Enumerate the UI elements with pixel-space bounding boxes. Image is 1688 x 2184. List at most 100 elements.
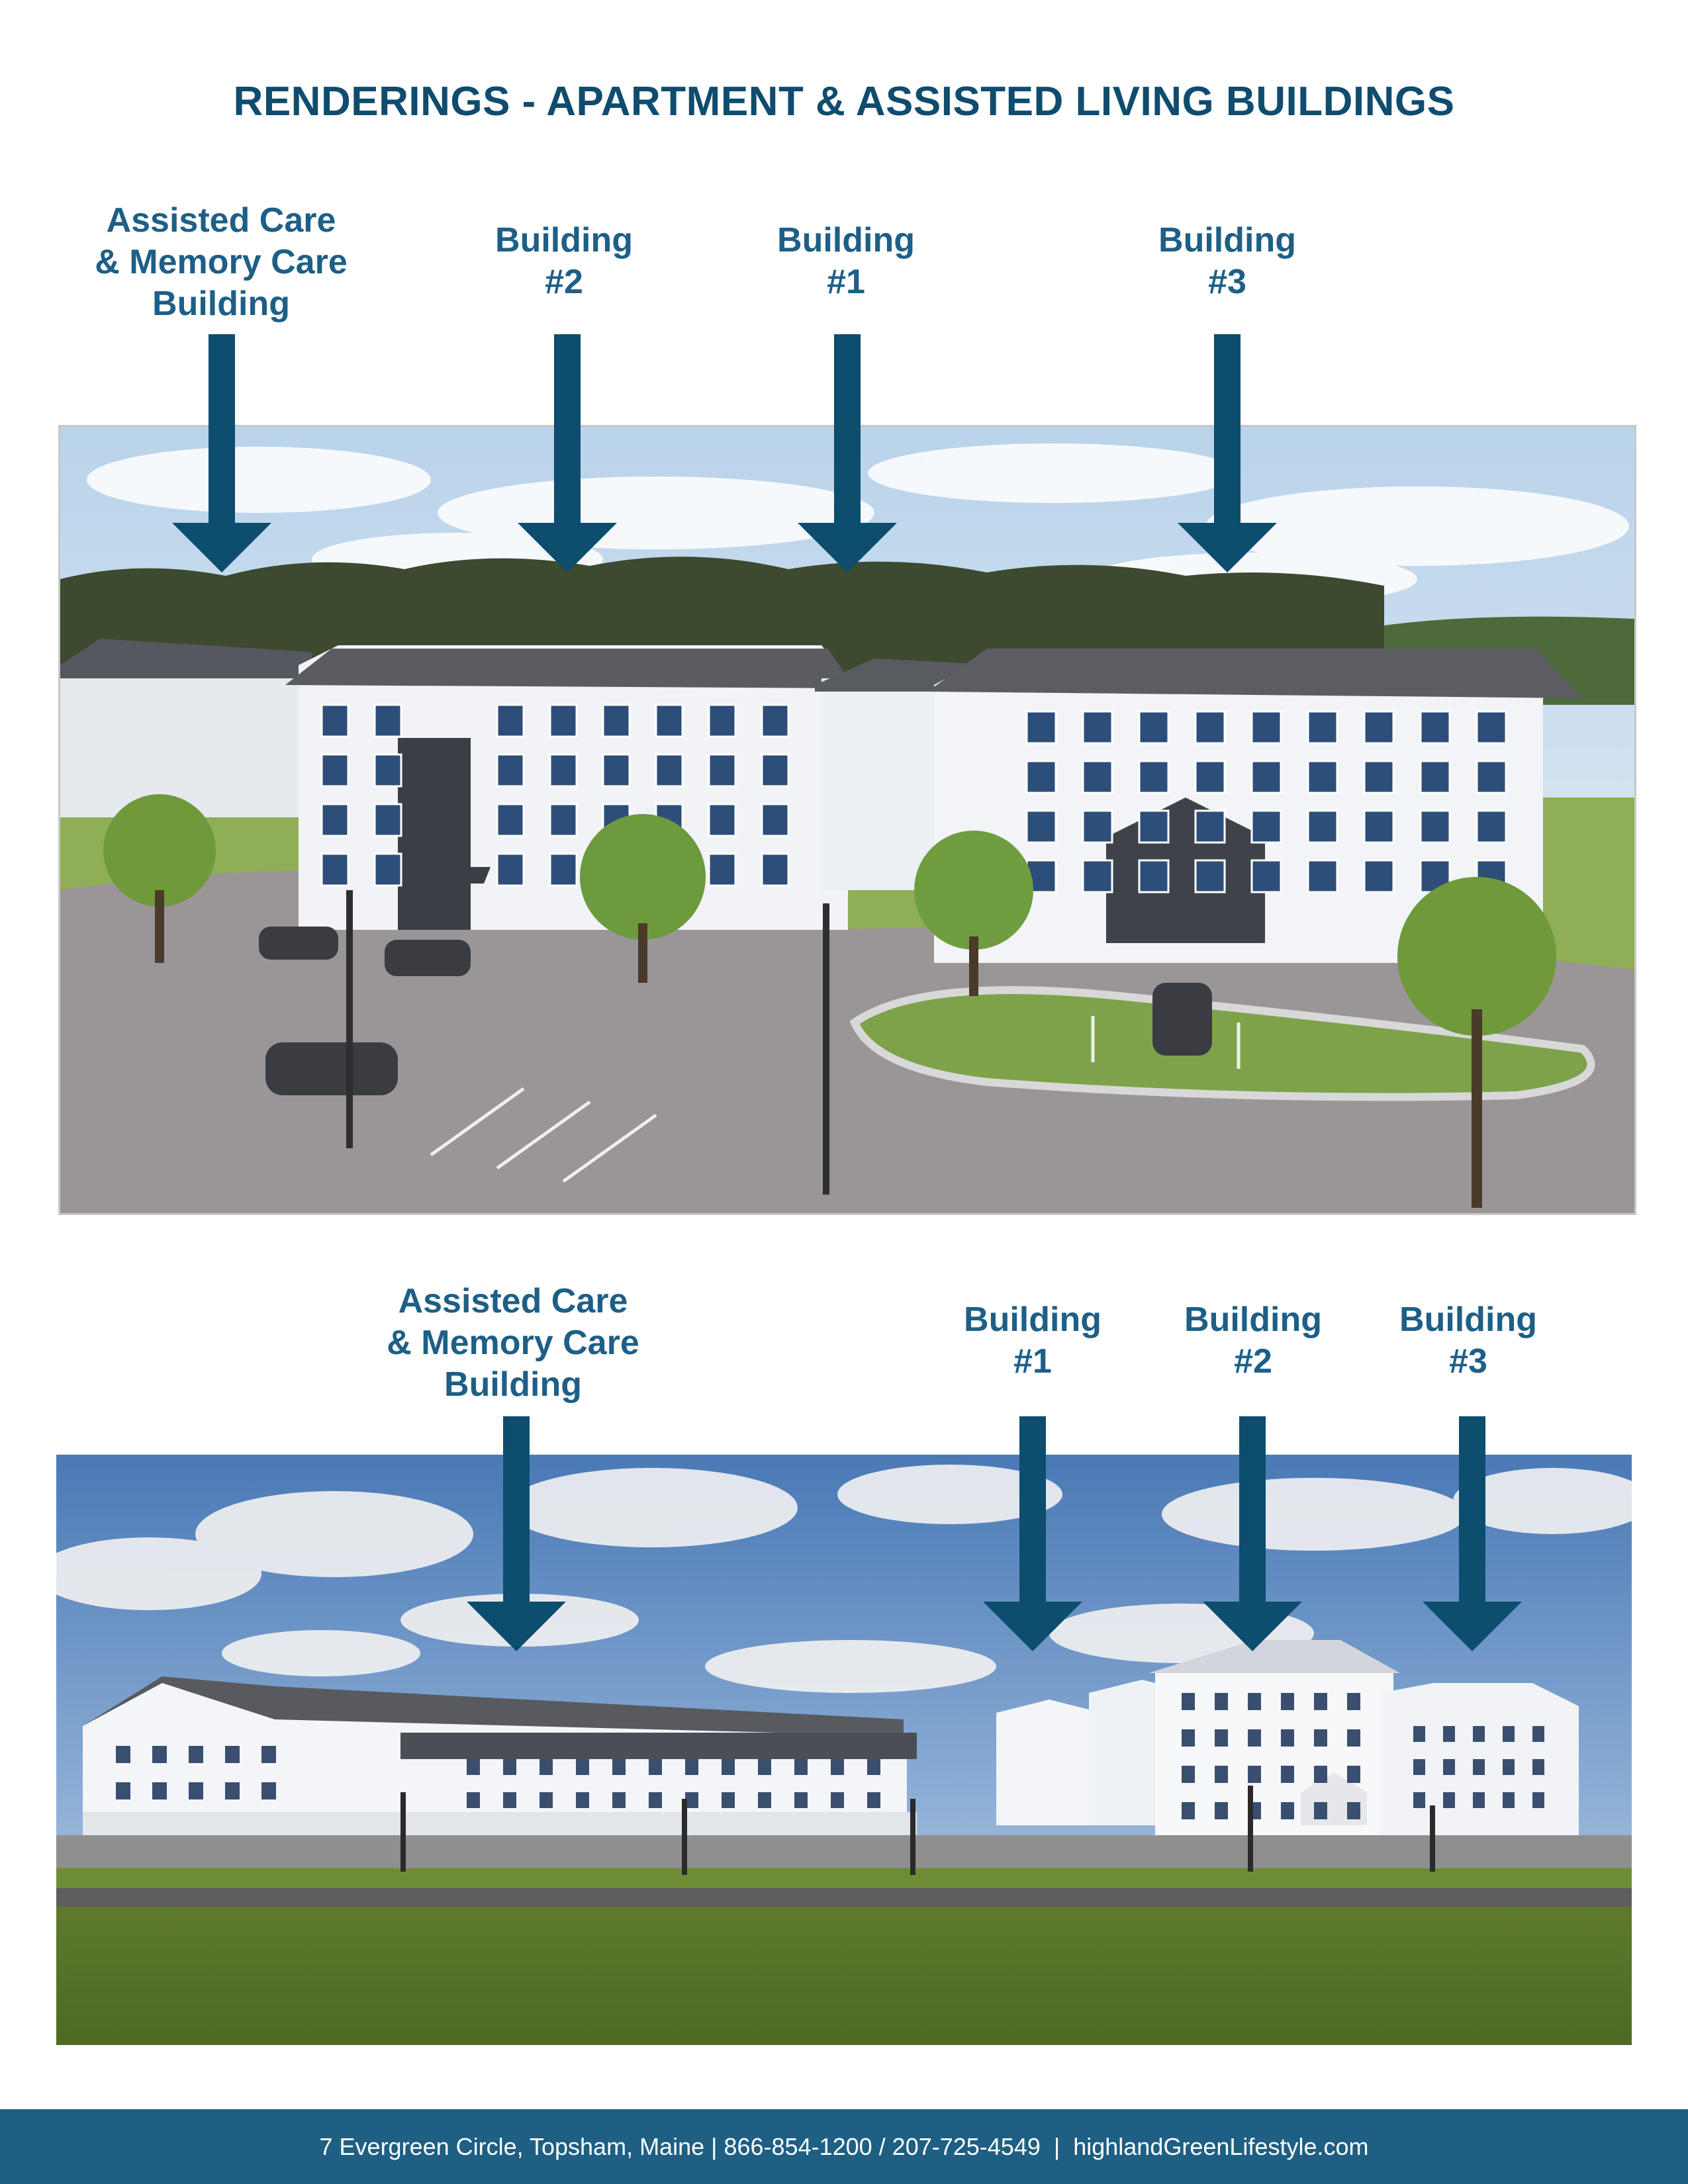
window bbox=[1182, 1802, 1195, 1819]
arrow-down-icon bbox=[983, 1416, 1082, 1651]
arrow-down-icon bbox=[518, 334, 617, 572]
window bbox=[1025, 809, 1057, 844]
label-line: Building bbox=[1184, 1300, 1322, 1339]
window bbox=[649, 1759, 662, 1775]
window bbox=[761, 704, 790, 738]
label-line: #2 bbox=[1234, 1342, 1272, 1381]
window bbox=[1314, 1766, 1327, 1783]
window bbox=[708, 704, 737, 738]
window bbox=[1215, 1729, 1228, 1747]
window bbox=[1248, 1729, 1261, 1747]
arrow-down-icon bbox=[1423, 1416, 1522, 1651]
window bbox=[794, 1792, 808, 1808]
window bbox=[189, 1782, 203, 1799]
window bbox=[320, 704, 350, 738]
window bbox=[1347, 1693, 1360, 1710]
window bbox=[1419, 760, 1451, 794]
top-label-building-2: Building #2 bbox=[392, 220, 736, 303]
window bbox=[1532, 1792, 1544, 1808]
window bbox=[1503, 1726, 1515, 1742]
window bbox=[867, 1792, 880, 1808]
label-line: Assisted Care bbox=[106, 201, 336, 240]
bottom-label-building-1: Building #1 bbox=[861, 1299, 1205, 1383]
window bbox=[602, 753, 631, 788]
label-line: Building bbox=[777, 221, 915, 259]
window bbox=[539, 1792, 553, 1808]
window bbox=[708, 852, 737, 887]
window bbox=[655, 753, 684, 788]
arrow-down-icon bbox=[798, 334, 897, 572]
window bbox=[373, 852, 402, 887]
label-line: & Memory Care bbox=[95, 243, 348, 281]
window bbox=[467, 1792, 480, 1808]
footer-bar: 7 Evergreen Circle, Topsham, Maine | 866… bbox=[0, 2109, 1688, 2184]
window bbox=[867, 1759, 880, 1775]
window bbox=[708, 753, 737, 788]
top-label-assisted-care: Assisted Care & Memory Care Building bbox=[49, 200, 393, 325]
window bbox=[1473, 1792, 1485, 1808]
window bbox=[1082, 859, 1113, 893]
window bbox=[116, 1746, 130, 1763]
window bbox=[761, 852, 790, 887]
label-line: Building bbox=[1158, 221, 1296, 259]
window bbox=[1138, 760, 1170, 794]
window bbox=[373, 704, 402, 738]
window bbox=[1476, 760, 1507, 794]
bottom-label-assisted-care: Assisted Care & Memory Care Building bbox=[341, 1281, 685, 1406]
label-line: Building bbox=[964, 1300, 1102, 1339]
window bbox=[1248, 1693, 1261, 1710]
window bbox=[1347, 1766, 1360, 1783]
window bbox=[612, 1759, 626, 1775]
arrow-down-icon bbox=[172, 334, 271, 572]
bottom-label-building-3: Building #3 bbox=[1296, 1299, 1640, 1383]
arrow-down-icon bbox=[467, 1416, 566, 1651]
window bbox=[261, 1746, 276, 1763]
window bbox=[1250, 859, 1282, 893]
window bbox=[1215, 1802, 1228, 1819]
window bbox=[1314, 1729, 1327, 1747]
label-line: Assisted Care bbox=[398, 1282, 628, 1320]
window bbox=[1215, 1766, 1228, 1783]
window bbox=[1250, 809, 1282, 844]
window bbox=[761, 753, 790, 788]
window bbox=[503, 1759, 516, 1775]
window bbox=[1443, 1726, 1455, 1742]
top-label-building-1: Building #1 bbox=[674, 220, 1018, 303]
window bbox=[549, 803, 578, 837]
window bbox=[1182, 1693, 1195, 1710]
window bbox=[1307, 760, 1338, 794]
window bbox=[467, 1759, 480, 1775]
window bbox=[1443, 1759, 1455, 1775]
window bbox=[1138, 859, 1170, 893]
window bbox=[1443, 1792, 1455, 1808]
window bbox=[1025, 710, 1057, 745]
label-line: #2 bbox=[545, 263, 583, 301]
window bbox=[1413, 1792, 1425, 1808]
window bbox=[549, 753, 578, 788]
window bbox=[1476, 710, 1507, 745]
window bbox=[655, 704, 684, 738]
window bbox=[1473, 1726, 1485, 1742]
window bbox=[1138, 809, 1170, 844]
window bbox=[373, 753, 402, 788]
window bbox=[1281, 1693, 1294, 1710]
page-title: RENDERINGS - APARTMENT & ASSISTED LIVING… bbox=[233, 79, 1455, 124]
window bbox=[189, 1746, 203, 1763]
window bbox=[1281, 1729, 1294, 1747]
window bbox=[1307, 809, 1338, 844]
window bbox=[602, 704, 631, 738]
window bbox=[496, 852, 525, 887]
window bbox=[576, 1792, 589, 1808]
window bbox=[225, 1782, 240, 1799]
window bbox=[1363, 760, 1395, 794]
window bbox=[1281, 1802, 1294, 1819]
window bbox=[831, 1759, 844, 1775]
window bbox=[116, 1782, 130, 1799]
window bbox=[722, 1759, 735, 1775]
window bbox=[1250, 760, 1282, 794]
window bbox=[1532, 1726, 1544, 1742]
window bbox=[1281, 1766, 1294, 1783]
window bbox=[225, 1746, 240, 1763]
label-line: Building bbox=[1399, 1300, 1537, 1339]
top-label-building-3: Building #3 bbox=[1055, 220, 1399, 303]
